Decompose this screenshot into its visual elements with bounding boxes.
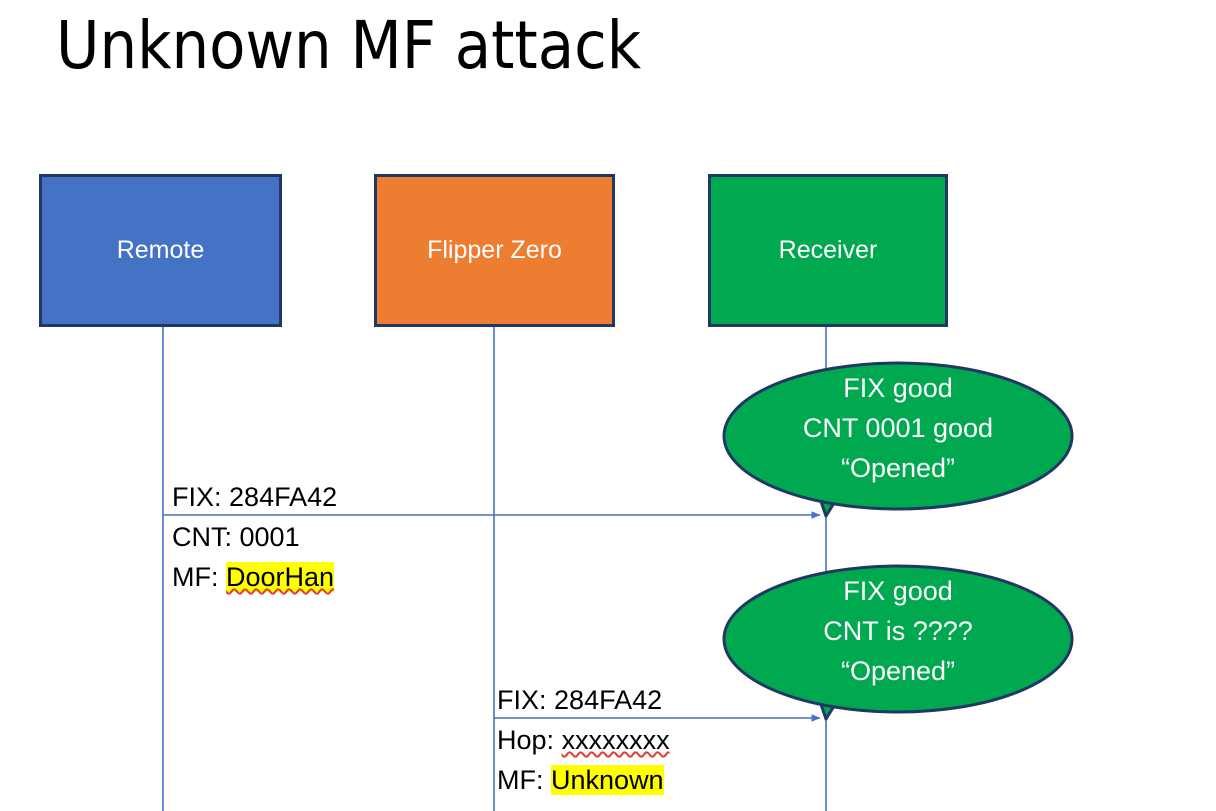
message-2-line-3-label: MF: <box>497 765 544 795</box>
speech-bubble-2 <box>722 564 1074 721</box>
actor-label-remote: Remote <box>116 236 205 264</box>
message-2-line-2-label: Hop: <box>497 725 555 755</box>
message-1-line-2-label: CNT: <box>172 522 232 552</box>
message-2-line-1: FIX: 284FA42 <box>497 680 662 720</box>
speech-bubble-2-body <box>722 564 1074 714</box>
message-1-line-1-label: FIX: <box>172 482 222 512</box>
message-2-line-3-value: Unknown <box>551 765 664 795</box>
message-2-line-3: MF: Unknown <box>497 760 664 800</box>
message-1-line-3-label: MF: <box>172 562 219 592</box>
message-1-line-3: MF: DoorHan <box>172 557 335 597</box>
actor-box-remote[interactable]: Remote <box>39 174 282 327</box>
speech-bubble-1-body <box>722 361 1074 511</box>
message-2-line-2: Hop: xxxxxxxx <box>497 720 670 760</box>
actor-label-flipper-zero: Flipper Zero <box>427 236 562 264</box>
actor-box-receiver[interactable]: Receiver <box>708 174 948 327</box>
message-1-line-1: FIX: 284FA42 <box>172 477 337 517</box>
message-2-line-1-value: 284FA42 <box>554 685 663 715</box>
message-1-line-2-value: 0001 <box>239 522 300 552</box>
actor-label-receiver: Receiver <box>778 236 878 264</box>
message-2-line-1-label: FIX: <box>497 685 547 715</box>
message-1-line-3-value: DoorHan <box>226 562 335 592</box>
message-1-line-2: CNT: 0001 <box>172 517 300 557</box>
actor-box-flipper-zero[interactable]: Flipper Zero <box>374 174 615 327</box>
message-1-line-1-value: 284FA42 <box>229 482 338 512</box>
page-title: Unknown MF attack <box>56 7 642 84</box>
speech-bubble-1 <box>722 361 1074 518</box>
message-2-line-2-value: xxxxxxxx <box>561 725 670 755</box>
